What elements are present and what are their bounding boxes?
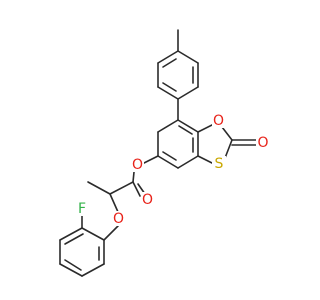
tolyl-ring: [157, 29, 199, 100]
benzo-ring: [157, 119, 199, 169]
propanoate-chain: [87, 181, 119, 241]
ester-oxygen: O: [131, 157, 144, 173]
fluorine-atom: F: [76, 201, 88, 217]
ester-carbonyl-oxygen-label: O: [142, 192, 153, 208]
ester-oxygen-label: O: [132, 157, 143, 173]
ring-carbonyl-oxygen-label: O: [257, 135, 268, 151]
ring-oxygen: O: [212, 113, 225, 129]
oxathiolone-ring: [197, 123, 259, 165]
ester-carbonyl-oxygen: O: [141, 192, 154, 208]
ring-sulfur-label: S: [215, 156, 224, 172]
ether-oxygen-label: O: [113, 211, 124, 227]
ether-oxygen: O: [112, 211, 125, 227]
ring-sulfur: S: [212, 156, 226, 172]
structure-drawing: O O S O O O F: [59, 29, 269, 277]
ester-group: [109, 155, 159, 197]
molecule-diagram: O O S O O O F: [59, 29, 269, 277]
carbonyl-oxygen-ring: O: [256, 135, 269, 151]
fluorine-label: F: [78, 201, 86, 217]
ring-oxygen-label: O: [213, 113, 224, 129]
fluorophenyl-ring: [59, 214, 105, 277]
